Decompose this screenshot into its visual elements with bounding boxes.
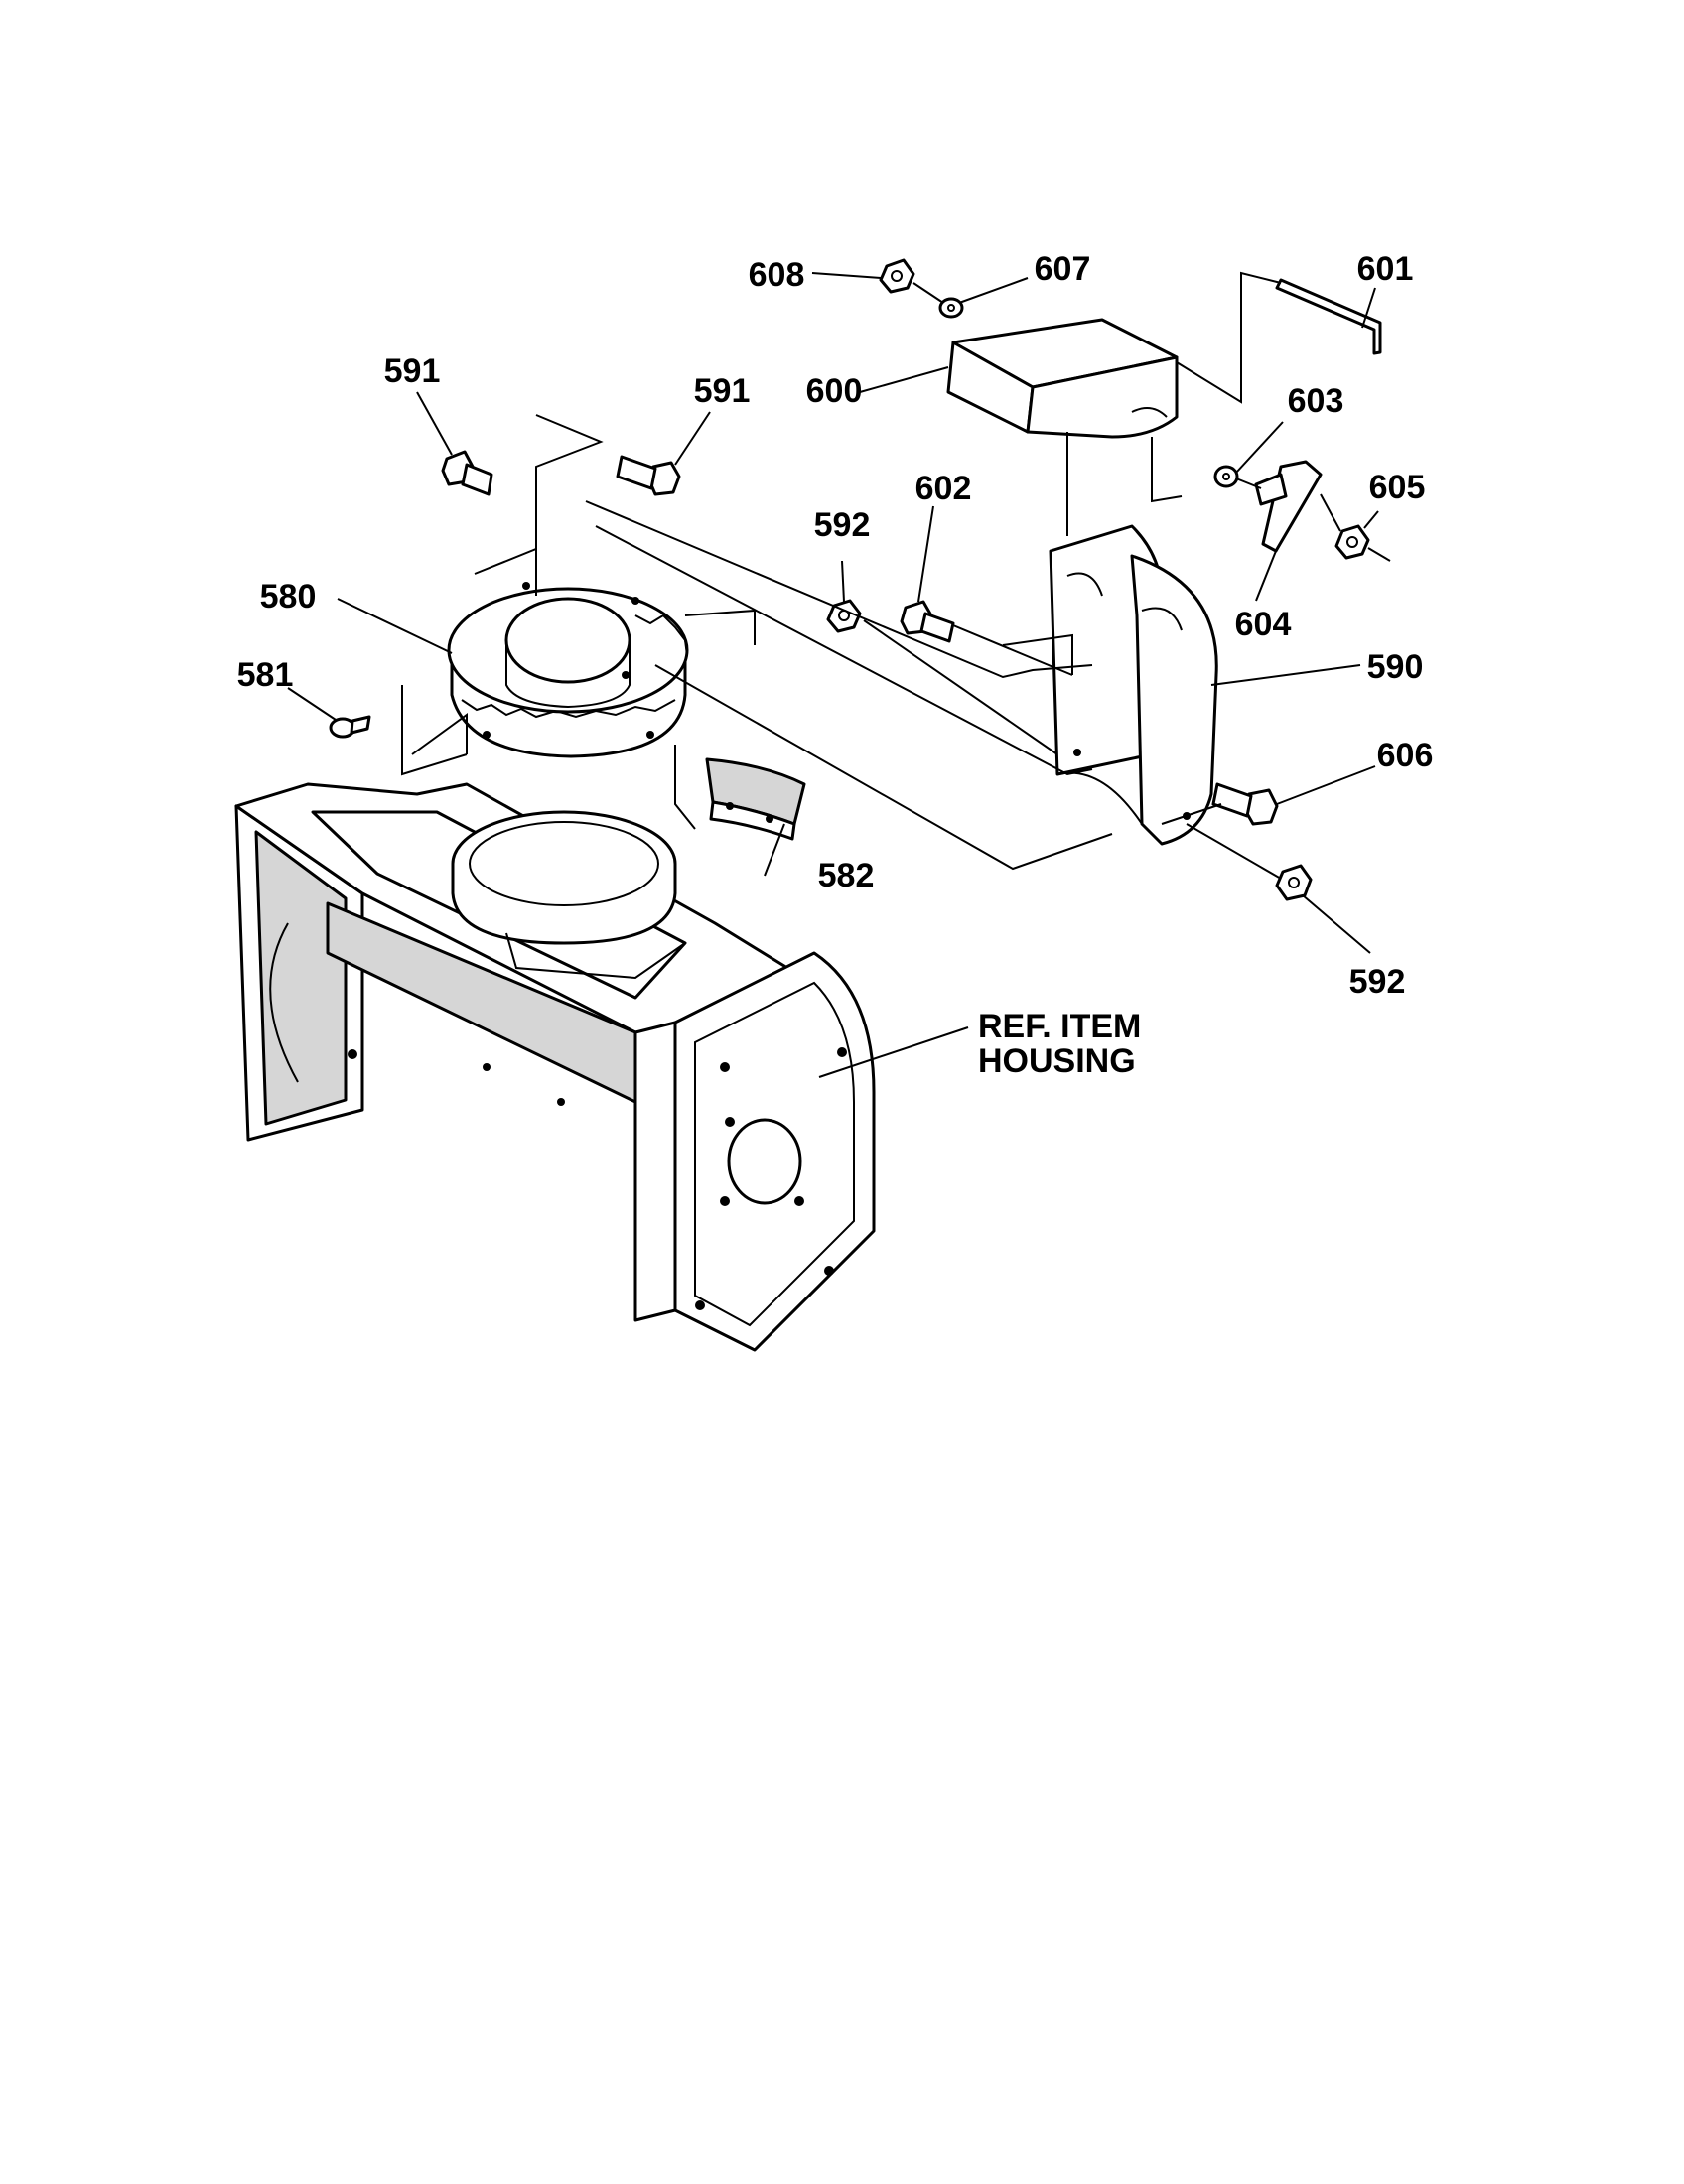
callout-601: 601 (1357, 250, 1414, 288)
callout-603: 603 (1288, 382, 1344, 420)
discharge-chute-590 (1049, 524, 1218, 846)
keeper-582 (705, 757, 806, 841)
callout-580: 580 (260, 578, 317, 615)
callout-591-left: 591 (384, 352, 441, 390)
washer-603 (1213, 465, 1239, 488)
callout-608: 608 (749, 256, 805, 294)
bolt-602 (900, 600, 955, 643)
callout-607: 607 (1035, 250, 1091, 288)
callout-591-right: 591 (694, 372, 751, 410)
callout-606: 606 (1377, 737, 1434, 774)
callout-604: 604 (1235, 606, 1292, 643)
nut-592-lower (1275, 864, 1313, 901)
callout-602: 602 (915, 470, 972, 507)
screw-581 (329, 715, 371, 739)
leader-lines (287, 272, 1379, 1078)
nut-592-upper (826, 599, 862, 633)
ref-item-label: REF. ITEM (978, 1008, 1141, 1045)
nut-605 (1334, 524, 1370, 560)
bolt-606 (1211, 782, 1279, 826)
callout-605: 605 (1369, 469, 1426, 506)
callout-581: 581 (237, 656, 294, 694)
assembly-guide-lines (401, 271, 1391, 880)
rod-601 (1275, 278, 1382, 355)
housing-label: HOUSING (978, 1042, 1136, 1080)
knob-604 (1254, 460, 1323, 553)
callout-582: 582 (818, 857, 875, 894)
nut-608 (879, 258, 915, 294)
callout-592-lower: 592 (1349, 963, 1406, 1001)
deflector-600 (946, 318, 1179, 439)
chute-ring-580 (447, 582, 689, 758)
bolt-591-right (616, 455, 681, 496)
bolt-591-left (441, 450, 493, 496)
callout-600: 600 (806, 372, 863, 410)
callout-592-upper: 592 (814, 506, 871, 544)
callout-590: 590 (1367, 648, 1424, 686)
auger-housing (234, 782, 876, 1352)
washer-607 (938, 297, 964, 319)
